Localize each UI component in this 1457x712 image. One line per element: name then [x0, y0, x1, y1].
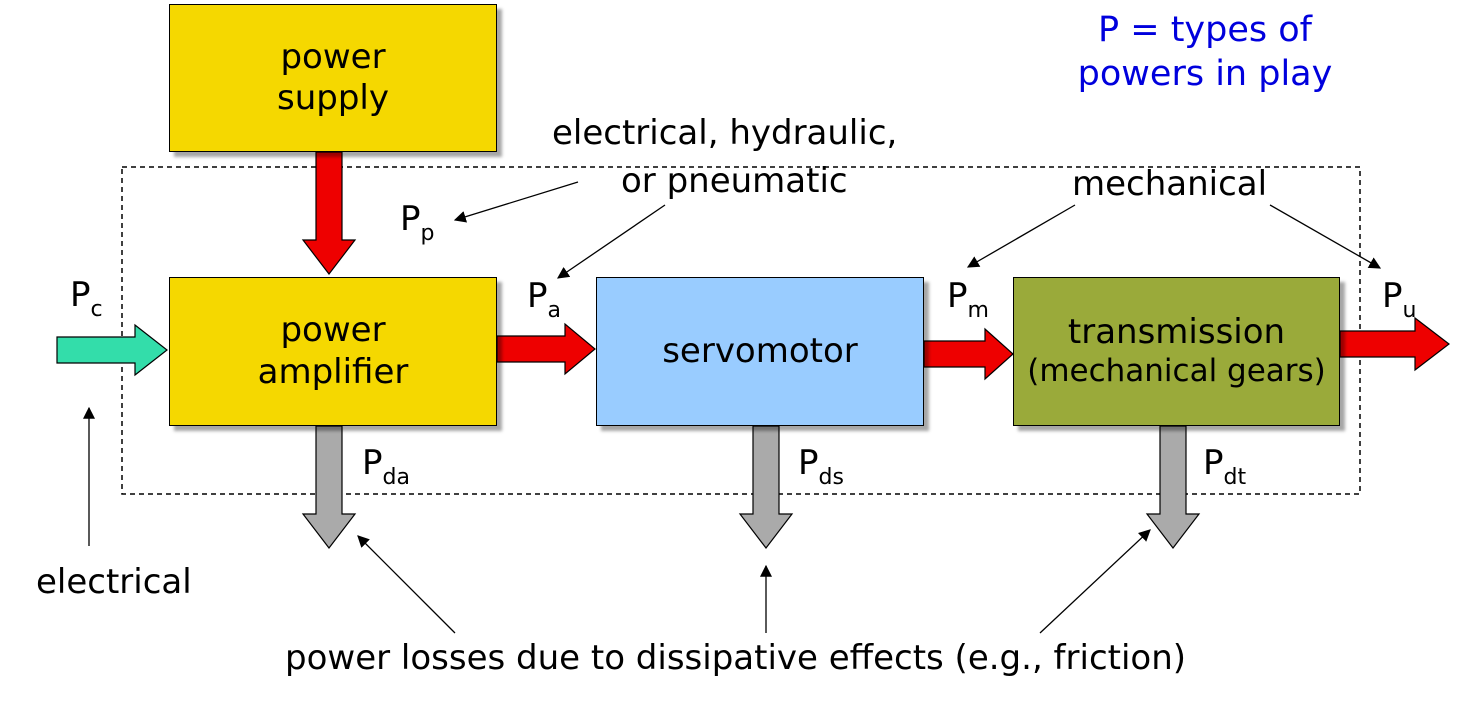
pa-arrow: [496, 322, 596, 376]
transmission-block: transmission (mechanical gears): [1013, 277, 1340, 426]
pu-arrow: [1339, 316, 1450, 372]
power-supply-line-1: power: [280, 36, 386, 77]
label-pu: Pu: [1382, 276, 1417, 323]
label-pa: Pa: [527, 276, 561, 323]
pointer-to-loss-transmission: [1039, 529, 1151, 634]
transmission-line-1: transmission: [1067, 311, 1286, 352]
label-pdt: Pdt: [1203, 443, 1247, 490]
pointer-to-pu: [1269, 204, 1382, 269]
power-amplifier-line-2: amplifier: [257, 351, 409, 392]
transmission-line-2: (mechanical gears): [1027, 353, 1326, 390]
annotation-mechanical: mechanical: [1072, 164, 1268, 204]
annotation-electrical: electrical: [36, 562, 192, 602]
annotation-power-losses: power losses due to dissipative effects …: [285, 638, 1187, 678]
annotation-electrical-hydraulic: electrical, hydraulic,: [552, 113, 898, 153]
label-pm: Pm: [947, 276, 989, 323]
pm-arrow: [923, 327, 1014, 381]
legend: P = types of powers in play: [1060, 8, 1350, 96]
pointer-to-loss-amplifier: [357, 535, 456, 634]
legend-line-1: P = types of: [1098, 10, 1312, 50]
label-pds: Pds: [798, 443, 844, 490]
loss-arrow-servomotor: [738, 425, 794, 549]
annotation-or-pneumatic: or pneumatic: [621, 161, 848, 201]
label-pp: Pp: [400, 199, 435, 246]
power-supply-block: power supply: [169, 4, 497, 152]
pointer-to-pm: [966, 204, 1076, 268]
label-pda: Pda: [362, 443, 410, 490]
pointer-to-pp: [453, 181, 579, 223]
supply-arrow: [301, 151, 357, 275]
servomotor-block: servomotor: [596, 277, 924, 426]
power-amplifier-block: power amplifier: [169, 277, 497, 426]
servomotor-label: servomotor: [662, 330, 858, 371]
power-supply-line-2: supply: [277, 78, 389, 118]
label-pc: Pc: [70, 275, 103, 322]
loss-arrow-transmission: [1145, 425, 1201, 549]
input-arrow: [56, 323, 168, 377]
loss-arrow-amplifier: [301, 425, 357, 549]
legend-line-2: powers in play: [1077, 54, 1333, 95]
pointer-to-pa: [557, 204, 666, 279]
power-amplifier-line-1: power: [280, 310, 386, 351]
